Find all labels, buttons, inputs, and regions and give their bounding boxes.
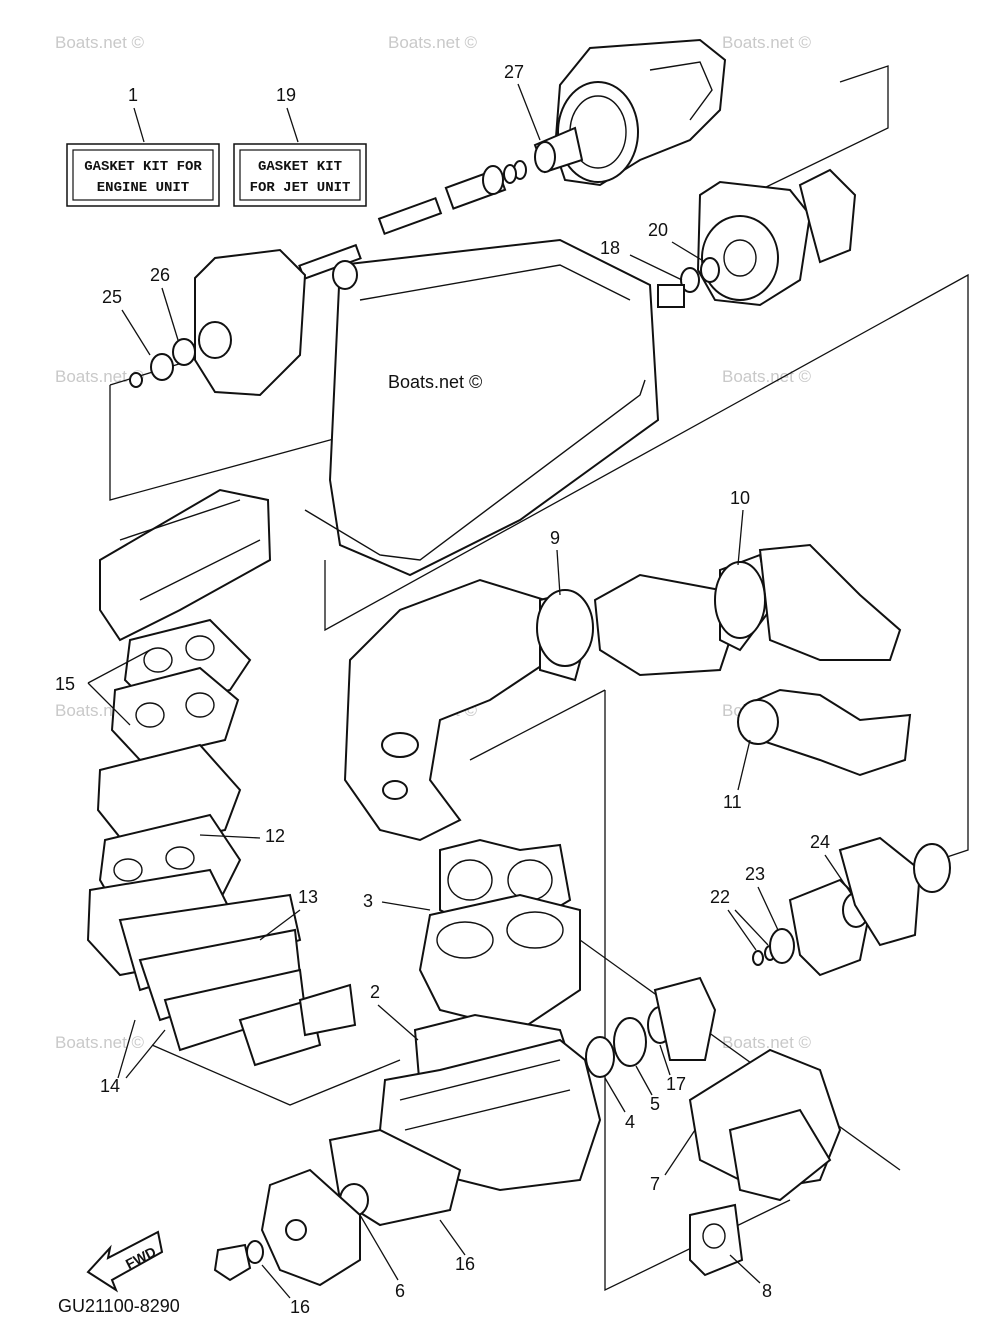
diagram-code: GU21100-8290 bbox=[58, 1296, 180, 1316]
callout-16: 16 bbox=[290, 1297, 310, 1317]
callout-13: 13 bbox=[298, 887, 318, 907]
callout-23: 23 bbox=[745, 864, 765, 884]
callout-5: 5 bbox=[650, 1094, 660, 1114]
kit-box-line1: GASKET KIT bbox=[258, 159, 342, 175]
kit-box-line2: ENGINE UNIT bbox=[97, 180, 189, 196]
callout-20: 18 bbox=[600, 238, 620, 258]
callout-24: 24 bbox=[810, 832, 830, 852]
kit-box-jet: 19 GASKET KIT FOR JET UNIT bbox=[233, 85, 367, 207]
exhaust-system bbox=[99, 488, 912, 842]
callout-25: 25 bbox=[102, 287, 122, 307]
kit-box-engine: 1 GASKET KIT FOR ENGINE UNIT bbox=[66, 85, 220, 207]
callout-18: 17 bbox=[666, 1074, 686, 1094]
oil-pump-and-jet-parts bbox=[585, 836, 951, 1277]
callout-4: 4 bbox=[625, 1112, 635, 1132]
callout-6: 6 bbox=[395, 1281, 405, 1301]
kit-box-line2: FOR JET UNIT bbox=[250, 180, 351, 196]
callout-21: 20 bbox=[648, 220, 668, 240]
watermark: Boats.net © bbox=[722, 1033, 812, 1052]
callout-15: 15 bbox=[55, 674, 75, 694]
watermark: Boats.net © bbox=[55, 1033, 145, 1052]
callout-1: 1 bbox=[128, 85, 138, 105]
watermark: Boats.net © bbox=[722, 33, 812, 52]
intake-duct bbox=[304, 238, 660, 577]
fwd-direction-arrow: FWD bbox=[86, 1230, 164, 1293]
callouts: 27 26 25 18 20 10 9 15 11 12 24 23 22 3 … bbox=[55, 62, 853, 1317]
callout-9: 9 bbox=[550, 528, 560, 548]
callout-26: 26 bbox=[150, 265, 170, 285]
callout-17: 16 bbox=[455, 1254, 475, 1274]
callout-11: 11 bbox=[723, 792, 742, 812]
callout-19: 19 bbox=[276, 85, 296, 105]
callout-27: 27 bbox=[504, 62, 524, 82]
intake-manifold bbox=[86, 618, 357, 1067]
center-watermark: Boats.net © bbox=[388, 372, 482, 392]
watermark: Boats.net © bbox=[722, 367, 812, 386]
callout-10: 10 bbox=[730, 488, 750, 508]
callout-2: 2 bbox=[370, 982, 380, 1002]
callout-8: 8 bbox=[762, 1281, 772, 1301]
callout-3: 3 bbox=[363, 891, 373, 911]
jet-pump-assembly bbox=[129, 38, 857, 397]
engine-block bbox=[213, 838, 602, 1287]
watermark: Boats.net © bbox=[55, 33, 145, 52]
callout-14: 14 bbox=[100, 1076, 120, 1096]
callout-7: 7 bbox=[650, 1174, 660, 1194]
watermark: Boats.net © bbox=[388, 33, 478, 52]
kit-box-line1: GASKET KIT FOR bbox=[84, 159, 202, 175]
callout-12: 12 bbox=[265, 826, 285, 846]
callout-22: 22 bbox=[710, 887, 730, 907]
